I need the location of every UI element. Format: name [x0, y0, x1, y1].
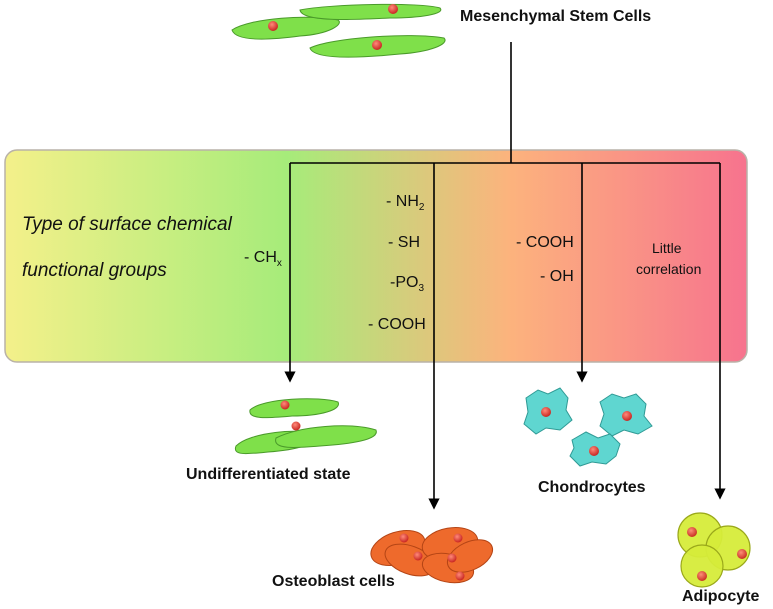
group-cooh-osteo: - COOH — [368, 316, 426, 333]
osteoblast-cells-illustration — [370, 527, 494, 584]
group-oh: - OH — [540, 268, 574, 285]
group-po3: -PO3 — [390, 274, 425, 294]
panel-title-line1: Type of surface chemical — [22, 214, 232, 235]
outcome-adipocyte-label: Adipocyte — [682, 588, 760, 605]
stem-cells-illustration — [231, 3, 446, 58]
outcome-chondrocyte-label: Chondrocytes — [538, 479, 646, 496]
group-cooh-chondro: - COOH — [516, 234, 574, 251]
group-chx: - CHx — [244, 249, 282, 269]
panel-title-line2: functional groups — [22, 260, 167, 281]
group-little-correlation-line1: Little — [652, 240, 682, 256]
surface-panel — [4, 149, 748, 363]
adipocyte-cells-illustration — [677, 512, 751, 588]
outcome-undifferentiated-label: Undifferentiated state — [186, 466, 351, 483]
stem-cells-label: Mesenchymal Stem Cells — [460, 8, 652, 25]
group-nh2: - NH2 — [386, 193, 425, 213]
chondrocyte-cells-illustration — [523, 387, 653, 467]
undifferentiated-cells-illustration — [234, 398, 377, 455]
group-little-correlation-line2: correlation — [636, 261, 702, 277]
group-sh: - SH — [388, 234, 420, 251]
outcome-osteoblast-label: Osteoblast cells — [272, 573, 395, 590]
connector-lines — [284, 42, 726, 510]
